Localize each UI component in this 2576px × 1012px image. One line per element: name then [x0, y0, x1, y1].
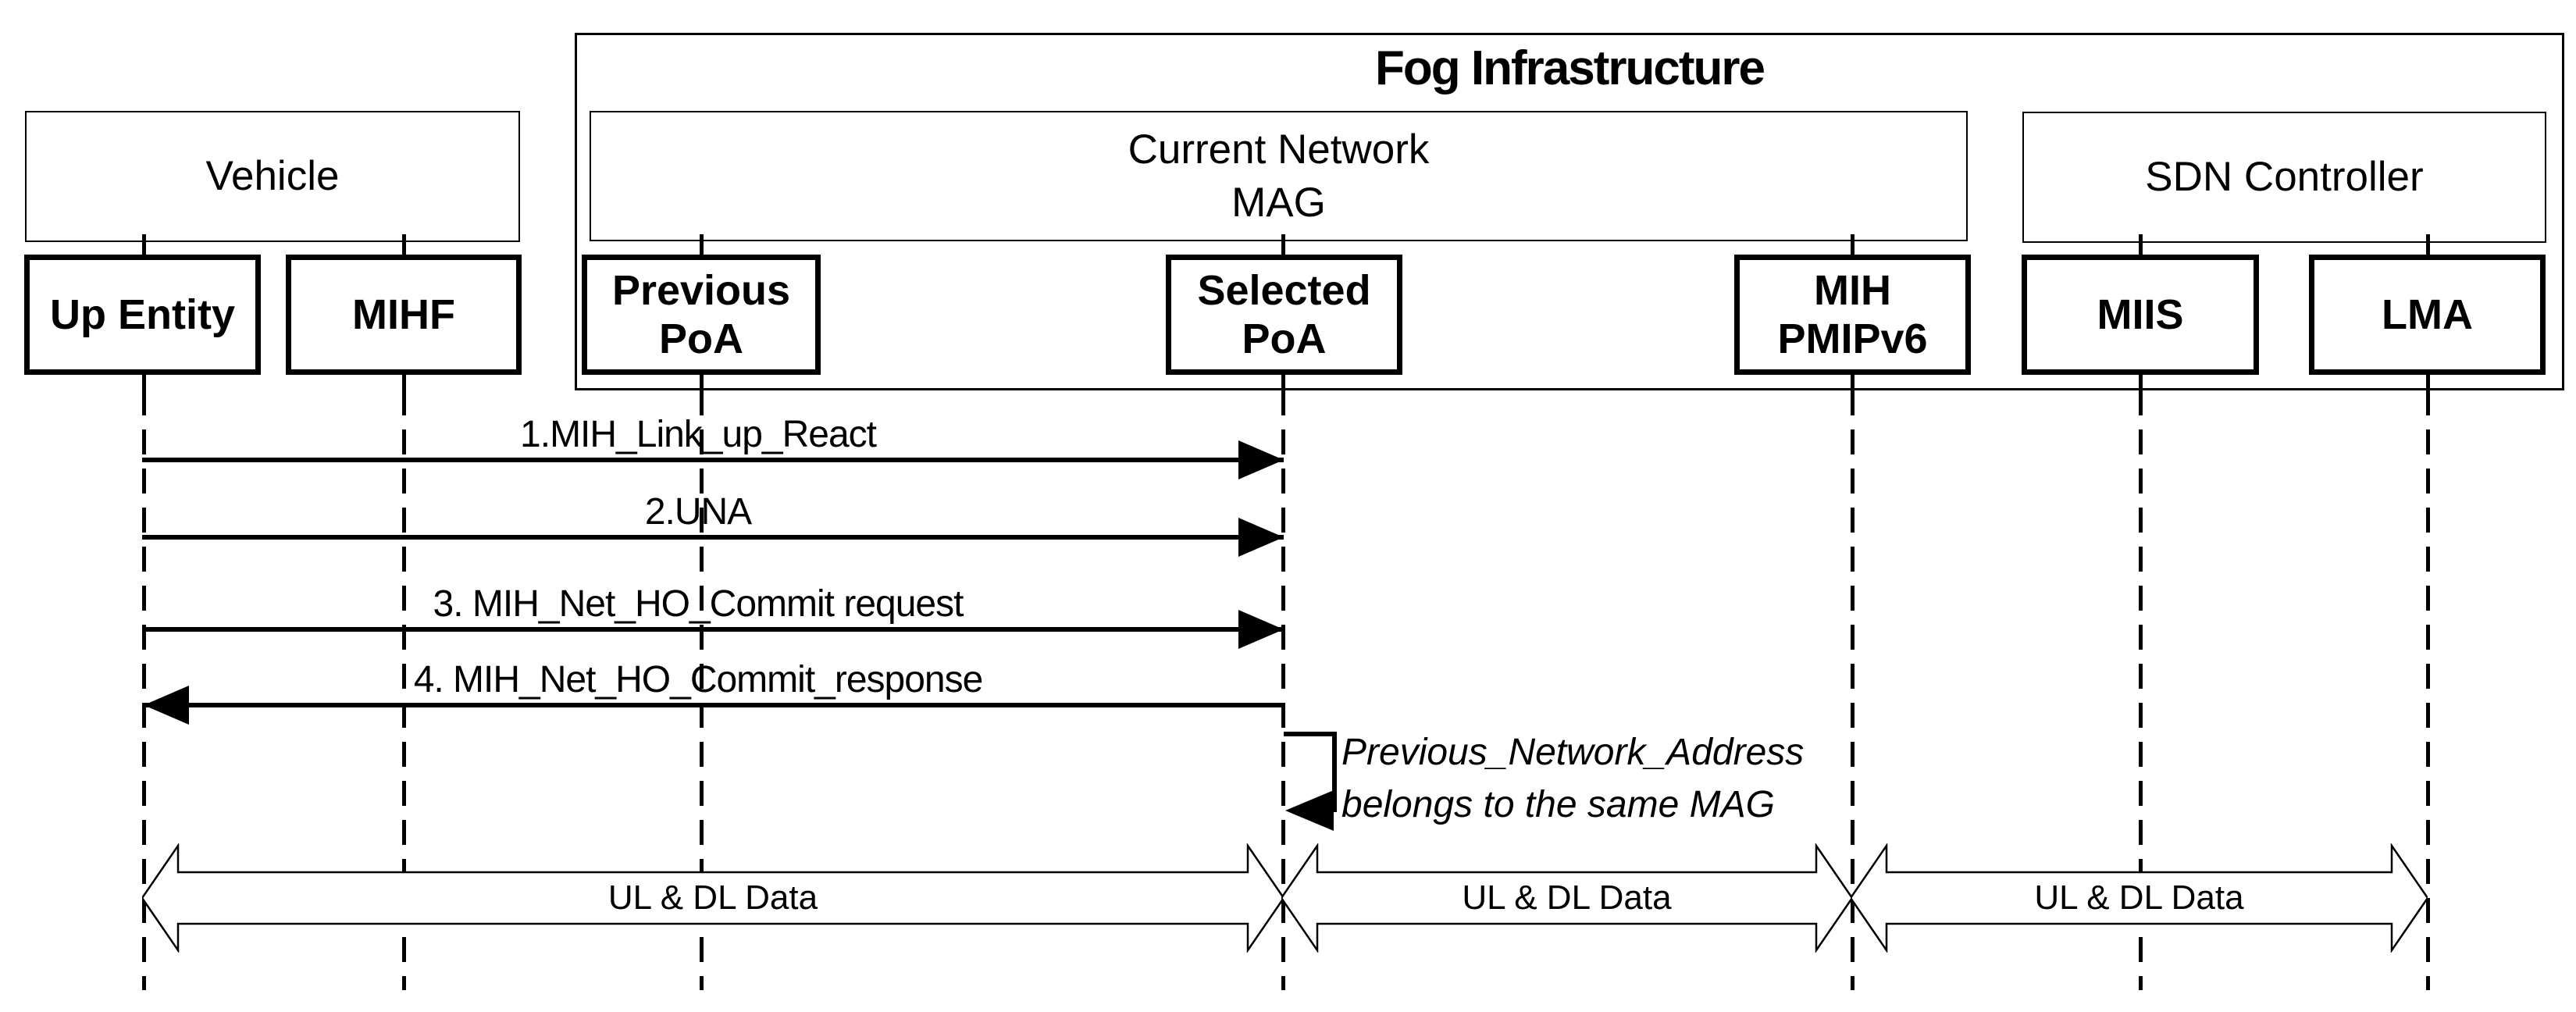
entity-miis: MIIS: [2022, 255, 2259, 375]
entity-mihf-label: MIHF: [352, 291, 455, 338]
entity-up-entity: Up Entity: [24, 255, 261, 375]
note-line2: belongs to the same MAG: [1341, 784, 1775, 825]
data-flow-2-label: UL & DL Data: [1462, 878, 1672, 917]
lifeline-stub: [402, 372, 406, 398]
lifeline-mihf: [402, 234, 406, 990]
entity-mihf: MIHF: [286, 255, 522, 375]
self-message-side-bar: [1332, 732, 1337, 812]
entity-selected-poa: Selected PoA: [1166, 255, 1402, 375]
group-current-network-mag: Current Network MAG: [590, 111, 1968, 241]
entity-selected-poa-line2: PoA: [1242, 315, 1327, 362]
lifeline-stub: [700, 372, 704, 398]
lifeline-stub: [2426, 372, 2430, 398]
message-1-line: [142, 458, 1284, 462]
self-message-note: Previous_Network_Address belongs to the …: [1341, 726, 1888, 831]
lifeline-miis: [2139, 234, 2143, 990]
lifeline-stub: [142, 372, 146, 398]
lifeline-up-entity: [142, 234, 146, 990]
message-2-label: 2.UNA: [644, 491, 752, 533]
group-sdn-controller-label: SDN Controller: [2145, 154, 2424, 200]
lifeline-stub: [2139, 372, 2143, 398]
message-1-label: 1.MIH_Link_up_React: [520, 414, 877, 455]
entity-selected-poa-line1: Selected: [1197, 267, 1371, 314]
entity-previous-poa-line1: Previous: [611, 267, 791, 314]
group-vehicle: Vehicle: [25, 111, 520, 242]
message-3-arrowhead-icon: [1238, 610, 1284, 649]
entity-previous-poa: Previous PoA: [582, 255, 821, 375]
self-message-top-bar: [1284, 732, 1337, 736]
group-current-network-line2: MAG: [1231, 179, 1326, 226]
entity-up-entity-label: Up Entity: [50, 291, 235, 338]
message-3-line: [142, 627, 1284, 632]
fog-infrastructure-frame: [575, 33, 2564, 390]
data-flow-3-label: UL & DL Data: [2034, 878, 2244, 917]
lifeline-stub: [1281, 372, 1285, 398]
message-4-line: [142, 703, 1284, 707]
lifeline-mih-pmipv6: [1851, 234, 1855, 990]
message-3-label: 3. MIH_Net_HO_Commit request: [433, 583, 964, 625]
group-vehicle-label: Vehicle: [205, 153, 340, 199]
data-flow-1-label: UL & DL Data: [607, 878, 818, 917]
message-2-line: [142, 535, 1284, 540]
entity-mih-pmipv6-line2: PMIPv6: [1777, 315, 1928, 362]
message-1-arrowhead-icon: [1238, 440, 1284, 479]
group-sdn-controller: SDN Controller: [2022, 112, 2546, 243]
fog-infrastructure-title: Fog Infrastructure: [1375, 41, 1765, 95]
lifeline-stub: [1851, 372, 1855, 398]
message-4-label: 4. MIH_Net_HO_Commit_response: [413, 659, 984, 700]
message-4-arrowhead-icon: [144, 686, 189, 725]
lifeline-lma: [2426, 234, 2430, 990]
data-flow-arrow-2: [1281, 843, 1852, 953]
entity-lma-label: LMA: [2382, 291, 2473, 338]
lifeline-previous-poa: [700, 234, 704, 990]
note-line1: Previous_Network_Address: [1341, 732, 1805, 773]
entity-miis-label: MIIS: [2097, 291, 2184, 338]
entity-mih-pmipv6-line1: MIH: [1814, 267, 1891, 314]
entity-lma: LMA: [2309, 255, 2546, 375]
entity-previous-poa-line2: PoA: [659, 315, 743, 362]
data-flow-arrow-3: [1851, 843, 2428, 953]
entity-mih-pmipv6: MIH PMIPv6: [1734, 255, 1971, 375]
self-message-arrowhead-icon: [1285, 790, 1334, 831]
message-2-arrowhead-icon: [1238, 518, 1284, 557]
data-flow-arrow-1: [142, 843, 1284, 953]
group-current-network-line1: Current Network: [1128, 126, 1430, 173]
